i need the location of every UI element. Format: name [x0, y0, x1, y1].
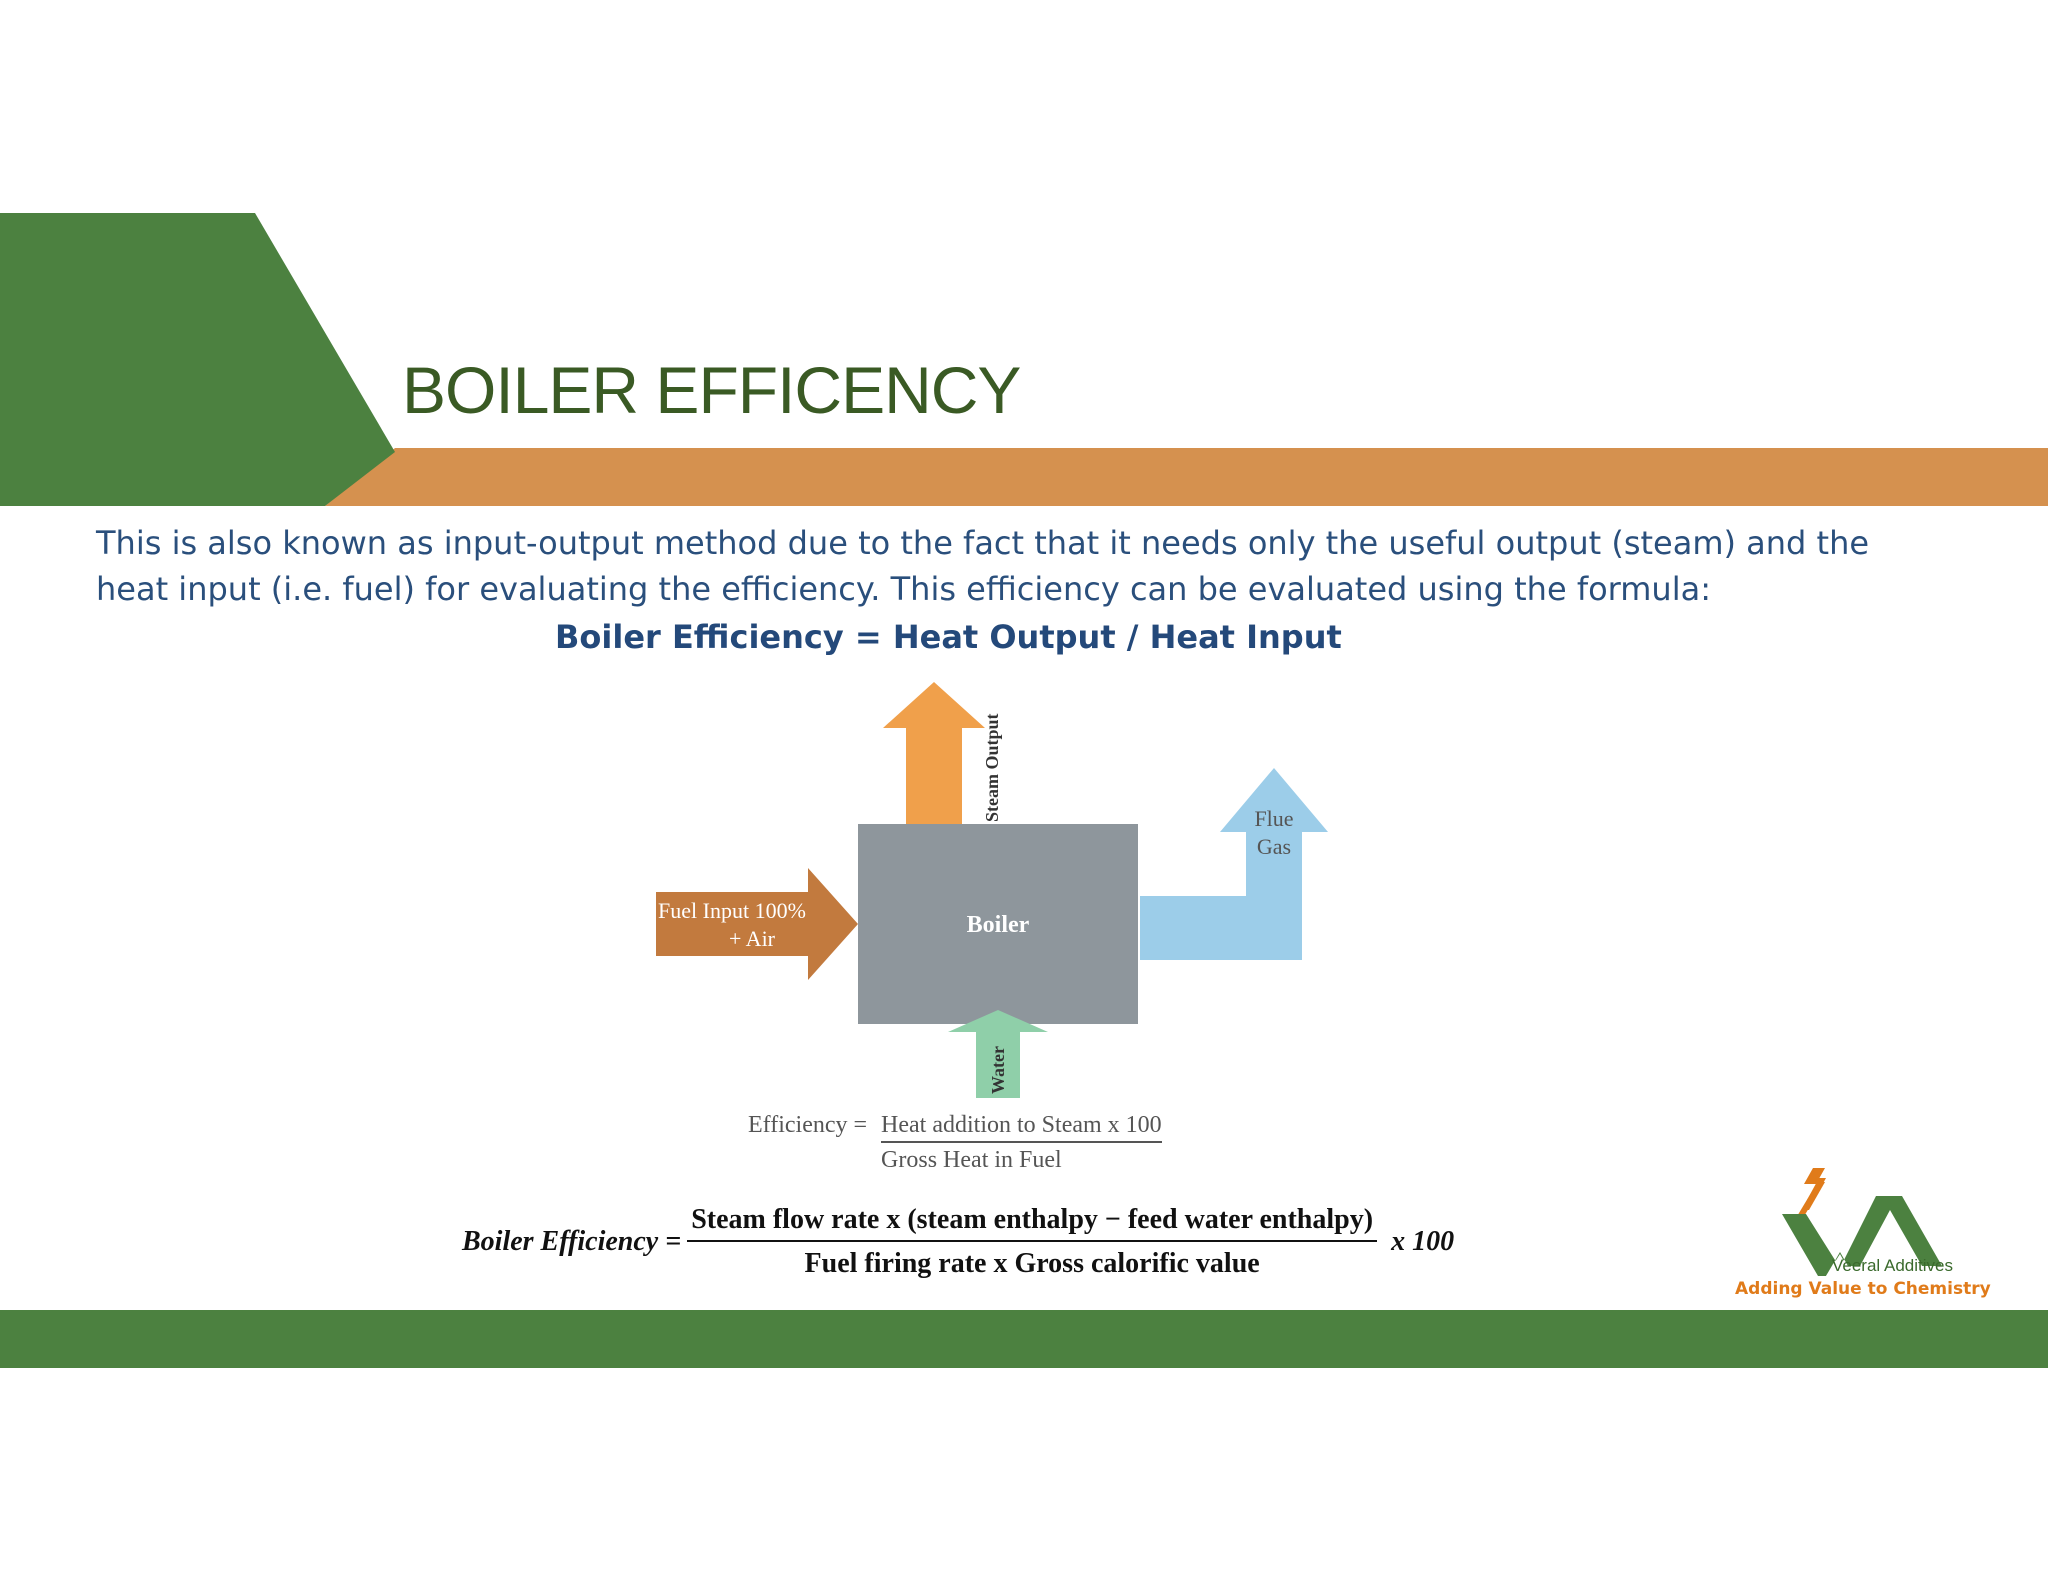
paragraph-line-1: This is also known as input-output metho…	[96, 524, 1870, 562]
paragraph-line-2: heat input (i.e. fuel) for evaluating th…	[96, 570, 1711, 608]
efficiency-numerator: Heat addition to Steam x 100	[881, 1112, 1162, 1143]
logo-tagline: Adding Value to Chemistry	[1735, 1279, 1991, 1299]
green-footer-bar	[0, 1310, 2048, 1368]
steam-output-label: Steam Output	[982, 713, 1002, 822]
orange-band	[325, 448, 2048, 506]
flue-gas-label-2: Gas	[1257, 834, 1291, 859]
water-arrow	[948, 1010, 1048, 1098]
main-formula: Boiler Efficiency = Heat Output / Heat I…	[555, 618, 1342, 656]
boiler-efficiency-lhs: Boiler Efficiency =	[462, 1226, 682, 1257]
boiler-diagram: Steam Output Boiler Fuel Input 100% + Ai…	[656, 682, 1328, 1098]
veeral-additives-logo-icon	[1782, 1168, 1942, 1276]
fuel-input-label-1: Fuel Input 100%	[658, 898, 806, 923]
flue-gas-arrow	[1140, 768, 1328, 960]
intro-paragraph: This is also known as input-output metho…	[96, 520, 1976, 612]
water-label: Water	[988, 1046, 1008, 1094]
fuel-input-arrow	[656, 868, 858, 980]
logo-name: Veeral Additives	[1832, 1256, 1953, 1275]
slide-title: BOILER EFFICENCY	[402, 353, 1021, 427]
boiler-efficiency-numerator: Steam flow rate x (steam enthalpy − feed…	[687, 1204, 1378, 1242]
efficiency-lhs: Efficiency =	[748, 1112, 868, 1138]
fuel-input-label-2: + Air	[729, 926, 776, 951]
boiler-box	[858, 824, 1138, 1024]
boiler-efficiency-formula: Boiler Efficiency = Steam flow rate x (s…	[462, 1204, 1454, 1280]
boiler-efficiency-multiplier: x 100	[1391, 1226, 1455, 1257]
boiler-efficiency-fraction: Steam flow rate x (steam enthalpy − feed…	[687, 1204, 1378, 1280]
efficiency-fraction: Heat addition to Steam x 100 Gross Heat …	[881, 1112, 1162, 1174]
flue-gas-label-1: Flue	[1254, 806, 1293, 831]
steam-output-arrow-shape	[883, 682, 985, 836]
efficiency-formula-small: Efficiency = Heat addition to Steam x 10…	[748, 1112, 1162, 1174]
boiler-label: Boiler	[967, 912, 1030, 938]
green-header-shape	[0, 213, 395, 506]
boiler-efficiency-denominator: Fuel firing rate x Gross calorific value	[804, 1248, 1260, 1279]
efficiency-denominator: Gross Heat in Fuel	[881, 1147, 1062, 1173]
